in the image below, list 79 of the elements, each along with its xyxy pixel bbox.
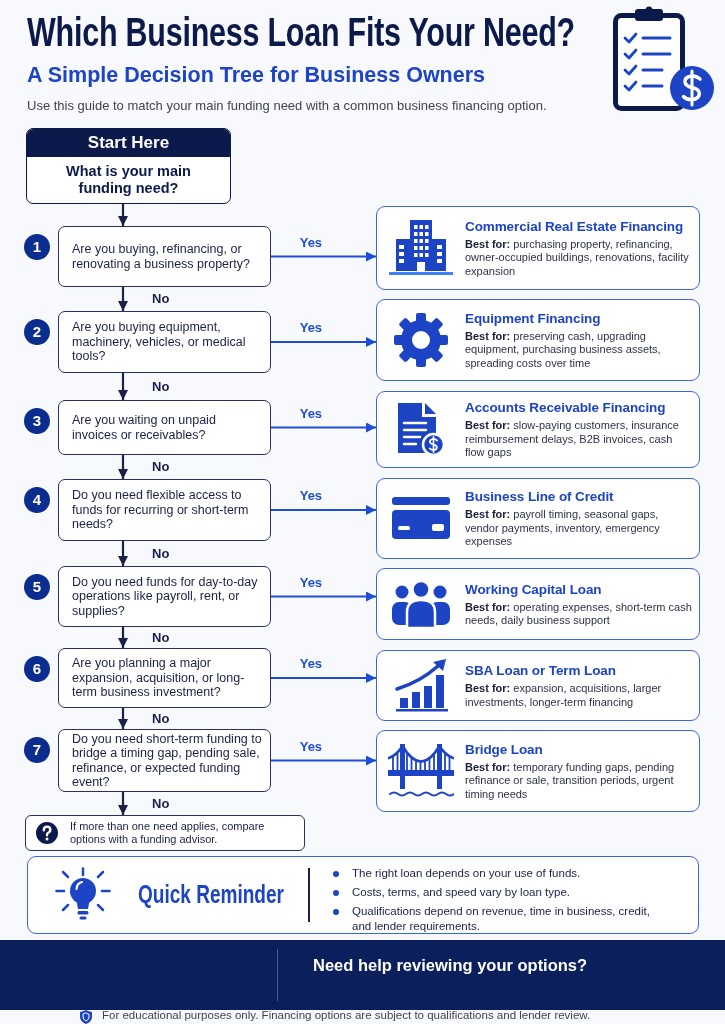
arrow: [271, 337, 376, 347]
edge-label: No: [152, 629, 170, 646]
card-title: Business Line of Credit: [465, 488, 615, 506]
edge-label: Yes: [299, 234, 323, 251]
card-description: Best for: temporary funding gaps, pending refinance or sale, transition periods, urgent timing needs: [465, 760, 676, 802]
question-text: Do you need flexible access to funds for recurring or short-term needs?: [72, 488, 250, 532]
arrow: [271, 591, 376, 602]
card-description: Best for: operating expenses, short-term cash needs, daily business support: [465, 600, 693, 628]
arrow: [118, 541, 128, 566]
edge-label: No: [152, 795, 170, 812]
start-box: [26, 128, 231, 204]
edge-label: Yes: [299, 405, 323, 422]
card-title: Accounts Receivable Financing: [465, 399, 667, 417]
result-card: [376, 478, 700, 559]
step-number: 3: [24, 408, 50, 434]
question-text: Are you waiting on unpaid invoices or receivables?: [72, 413, 217, 442]
arrow: [118, 627, 128, 648]
edge-label: Yes: [299, 488, 323, 504]
question-text: Are you buying equipment, machinery, vehicles, or medical tools?: [72, 320, 247, 364]
result-card: [376, 568, 700, 640]
title: Which Business Loan Fits Your Need?: [27, 9, 575, 55]
question-text: Are you planning a major expansion, acquisition, or long-term business investment?: [72, 656, 246, 700]
footer-band: [0, 940, 725, 1010]
reminder-text: The right loan depends on your use of funds.: [352, 866, 581, 881]
edge-label: No: [152, 710, 170, 727]
note-text: If more than one need applies, compare options with a funding advisor.: [70, 820, 266, 846]
arrow: [118, 455, 128, 479]
arrow: [271, 505, 376, 515]
step-number: 7: [24, 737, 50, 763]
edge-label: Yes: [299, 656, 323, 672]
edge-label: Yes: [299, 320, 323, 336]
arrow: [118, 373, 128, 400]
arrow: [271, 755, 376, 766]
card-title: Equipment Financing: [465, 309, 602, 327]
edge-label: No: [152, 378, 170, 395]
edge-label: No: [152, 459, 170, 475]
edge-label: No: [152, 545, 170, 562]
arrow: [118, 708, 128, 729]
card-title: SBA Loan or Term Loan: [465, 662, 617, 679]
question-text: Do you need short-term funding to bridge a timing gap, pending sale, refinance, or expected funding event?: [72, 731, 263, 790]
card-title: Commercial Real Estate Financing: [465, 217, 685, 235]
question-text: Do you need funds for day-to-day operations like payroll, rent, or supplies?: [72, 574, 259, 619]
question-text: Are you buying, refinancing, or renovating a business property?: [72, 242, 251, 271]
panel-heading: Quick Reminder: [138, 879, 284, 909]
reminder-text: Costs, terms, and speed vary by loan type.: [352, 885, 570, 900]
edge-label: Yes: [299, 574, 323, 591]
result-card: [376, 206, 700, 290]
subtitle: A Simple Decision Tree for Business Owners: [27, 63, 486, 89]
intro-text: Use this guide to match your main funding need with a common business financing option.: [27, 98, 547, 114]
start-heading: Start Here: [27, 129, 230, 157]
arrow: [271, 422, 376, 433]
result-card: [376, 650, 700, 721]
card-title: Working Capital Loan: [465, 580, 603, 598]
reminder-text: Qualifications depend on revenue, time in business, credit, and lender requirements.: [352, 904, 651, 933]
edge-label: No: [152, 291, 170, 307]
result-card: [376, 730, 700, 812]
card-description: Best for: slow-paying customers, insurance reimbursement delays, B2B invoices, cash flow gaps: [465, 419, 680, 460]
arrow: [118, 792, 128, 815]
question-text: What is your main funding need?: [65, 163, 192, 197]
arrow: [118, 287, 128, 311]
arrow: [271, 673, 376, 683]
step-number: 5: [24, 574, 50, 600]
step-number: 6: [24, 656, 50, 682]
card-title: Bridge Loan: [465, 740, 544, 758]
result-card: [376, 299, 700, 381]
arrow: [271, 251, 376, 262]
cta-text: Need help reviewing your options?: [313, 956, 588, 975]
card-description: Best for: expansion, acquisitions, larger investments, longer-term financing: [465, 682, 663, 709]
result-card: [376, 391, 700, 468]
note-box: [25, 815, 305, 851]
edge-label: Yes: [299, 738, 323, 755]
card-description: Best for: payroll timing, seasonal gaps, vendor payments, inventory, emergency expenses: [465, 508, 661, 549]
card-description: Best for: purchasing property, refinancing, owner-occupied buildings, renovations, facility expansion: [465, 237, 690, 279]
arrow: [118, 204, 128, 226]
step-number: 2: [24, 319, 50, 345]
step-number: 1: [24, 234, 50, 260]
reminder-panel: [27, 856, 699, 934]
card-description: Best for: preserving cash, upgrading equipment, purchasing business assets, spreading costs over time: [465, 329, 662, 371]
step-number: 4: [24, 487, 50, 513]
